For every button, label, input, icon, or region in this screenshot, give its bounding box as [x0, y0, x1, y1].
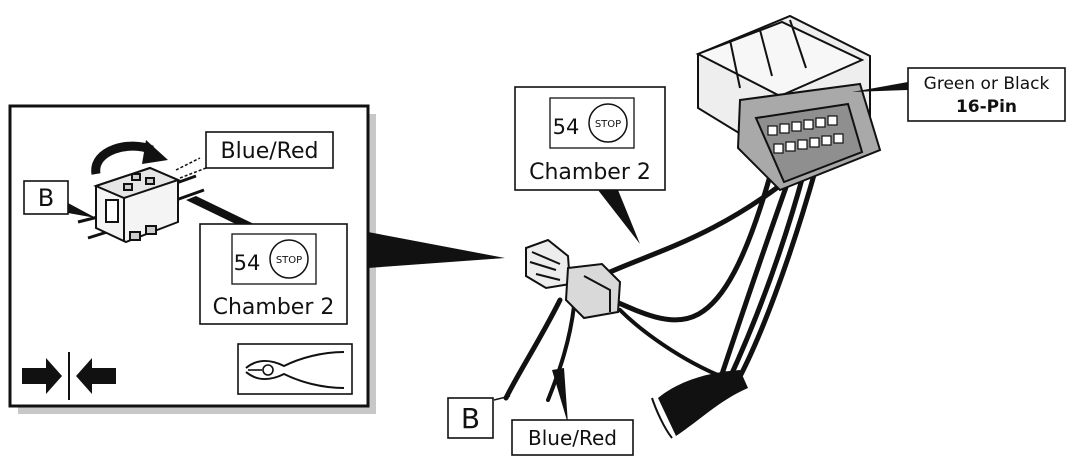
- inset-pin-number: 54: [234, 251, 261, 275]
- main-marker-b-text: B: [461, 402, 480, 435]
- stop-icon: STOP: [588, 103, 628, 143]
- push-together-icon: [22, 352, 116, 400]
- main-wire-label: Blue/Red: [528, 426, 617, 450]
- inset-chamber-box: 54 STOP Chamber 2: [199, 223, 348, 325]
- main-stop-text: STOP: [595, 119, 621, 130]
- main-wire-pointer: [552, 368, 568, 424]
- inset-marker-b: B: [23, 180, 69, 215]
- connector-label-box: Green or Black 16-Pin: [907, 67, 1066, 122]
- main-inline-connector: [525, 238, 622, 320]
- pliers-icon: [237, 343, 353, 395]
- inset-chamber-label: Chamber 2: [213, 295, 335, 320]
- inset-b-pointer: [68, 203, 96, 218]
- inset-connector-drawing: [77, 166, 205, 244]
- main-pin-number: 54: [553, 115, 580, 139]
- inset-chamber-pointer: [186, 196, 258, 228]
- main-16pin-connector: [695, 14, 882, 192]
- main-connector-pointer: [852, 82, 908, 92]
- main-chamber-label: Chamber 2: [529, 160, 651, 185]
- inset-wire-label-box: Blue/Red: [205, 131, 334, 169]
- main-marker-b: B: [447, 397, 494, 439]
- zoom-callout-wedge: [368, 232, 505, 268]
- stop-icon: STOP: [269, 239, 309, 279]
- inset-wire-label: Blue/Red: [221, 139, 319, 164]
- main-wire-label-box: Blue/Red: [511, 419, 634, 456]
- main-b-leader: [493, 395, 511, 401]
- inset-leader-lines: [175, 157, 207, 179]
- main-chamber-pointer: [598, 190, 640, 244]
- wire-bundle-tail: [651, 370, 748, 439]
- inset-marker-b-text: B: [38, 184, 54, 212]
- connector-label-line2: 16-Pin: [956, 97, 1017, 117]
- connector-label-line1: Green or Black: [924, 74, 1050, 94]
- rotate-arrow-icon: [91, 140, 168, 175]
- inset-stop-text: STOP: [276, 255, 302, 266]
- main-chamber-box: 54 STOP Chamber 2: [514, 86, 666, 191]
- wire-harness: [503, 165, 819, 402]
